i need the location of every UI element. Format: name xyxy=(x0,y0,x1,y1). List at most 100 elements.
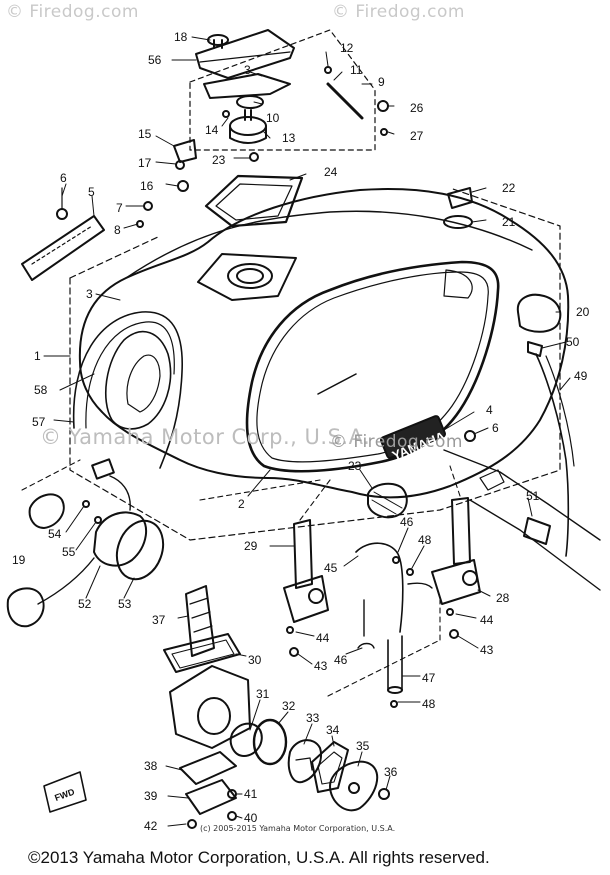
main-petcock-assembly xyxy=(163,585,390,829)
tank-filler-neck xyxy=(197,253,297,301)
bolt-26 xyxy=(377,100,389,112)
cap-top-ridge xyxy=(199,51,291,63)
label-55: 55 xyxy=(62,545,76,559)
cap-base-body xyxy=(229,125,267,144)
label-15: 15 xyxy=(138,127,152,141)
label-22: 22 xyxy=(502,181,516,195)
oring-32 xyxy=(252,718,288,766)
cap-knob-stem xyxy=(213,39,223,49)
label-20: 20 xyxy=(576,305,590,319)
cap-screw xyxy=(222,110,230,118)
hose-45 xyxy=(355,542,404,633)
fuel-tank xyxy=(72,188,570,499)
spring-ring xyxy=(236,95,264,109)
label-46a: 46 xyxy=(400,515,414,529)
hose-47-end xyxy=(387,686,403,694)
cushion-20 xyxy=(516,293,562,333)
tank-decal-inner xyxy=(256,271,489,463)
label-42: 42 xyxy=(144,819,158,833)
label-12: 12 xyxy=(340,41,354,55)
label-24: 24 xyxy=(324,165,338,179)
frame-bracket xyxy=(479,469,505,491)
label-9: 9 xyxy=(378,75,385,89)
tank-decal-panel xyxy=(245,260,500,473)
gasket-30 xyxy=(163,633,241,673)
watermark-mid: © Firedog.com xyxy=(330,432,463,452)
screw-44b xyxy=(446,608,454,616)
label-45: 45 xyxy=(324,561,338,575)
label-50: 50 xyxy=(566,335,580,349)
clip-48 xyxy=(406,568,414,576)
label-48b: 48 xyxy=(422,697,436,711)
label-18: 18 xyxy=(174,30,188,44)
watermark-top-left: © Firedog.com xyxy=(6,2,139,22)
label-38: 38 xyxy=(144,759,158,773)
sender-gasket xyxy=(115,519,165,581)
label-40: 40 xyxy=(244,811,258,825)
label-27: 27 xyxy=(410,129,424,143)
cap-center-post xyxy=(244,109,252,121)
float-arm xyxy=(37,557,95,605)
label-56: 56 xyxy=(148,53,162,67)
filler-gasket xyxy=(204,174,304,228)
fwd-arrow xyxy=(43,771,87,813)
bolt-6 xyxy=(56,208,68,220)
label-54: 54 xyxy=(48,527,62,541)
sender-body xyxy=(93,511,148,567)
label-39: 39 xyxy=(144,789,158,803)
label-53: 53 xyxy=(118,597,132,611)
hose-48-line xyxy=(407,582,433,589)
bracket-15 xyxy=(173,139,197,163)
label-6b: 6 xyxy=(492,421,499,435)
screw-44a xyxy=(286,626,294,634)
label-28: 28 xyxy=(496,591,510,605)
label-34: 34 xyxy=(326,723,340,737)
petcock-29-lever xyxy=(308,588,324,604)
screw-43a xyxy=(289,647,299,657)
screw-16 xyxy=(177,180,189,192)
right-hardware xyxy=(443,187,601,591)
label-21: 21 xyxy=(502,215,516,229)
tank-emblem-bolt xyxy=(317,373,357,395)
sender-float xyxy=(6,587,45,628)
label-48a: 48 xyxy=(418,533,432,547)
frame-rail-2 xyxy=(469,499,601,591)
tank-filler-hole-inner xyxy=(236,268,264,284)
label-3b: 3 xyxy=(86,287,93,301)
label-44a: 44 xyxy=(316,631,330,645)
strainer-23 xyxy=(367,482,408,519)
label-44b: 44 xyxy=(480,613,494,627)
label-5: 5 xyxy=(88,185,95,199)
label-30: 30 xyxy=(248,653,262,667)
hinge-plate xyxy=(203,73,291,99)
label-7: 7 xyxy=(116,201,123,215)
petcock-assembly xyxy=(283,482,481,708)
pin-washer xyxy=(324,66,332,74)
label-4: 4 xyxy=(486,403,493,417)
lever-33 xyxy=(287,739,322,784)
bolt-7 xyxy=(143,201,153,211)
label-16: 16 xyxy=(140,179,154,193)
frame-rail xyxy=(443,449,601,541)
screw-40 xyxy=(227,811,237,821)
label-46b: 46 xyxy=(334,653,348,667)
petcock-29-body xyxy=(283,575,329,623)
label-29: 29 xyxy=(244,539,258,553)
petcock-29-stem xyxy=(293,519,313,589)
bolt-22 xyxy=(447,187,473,209)
plate-5 xyxy=(21,215,105,281)
plate-35 xyxy=(329,760,379,812)
petcock-main-body xyxy=(169,665,251,749)
screw-42 xyxy=(187,819,197,829)
cover-34 xyxy=(311,741,349,793)
clip-50 xyxy=(527,341,543,357)
label-6a: 6 xyxy=(60,171,67,185)
label-43a: 43 xyxy=(480,643,494,657)
label-17: 17 xyxy=(138,156,152,170)
label-3a: 3 xyxy=(244,63,251,77)
clip-48b xyxy=(390,700,398,708)
label-51: 51 xyxy=(526,489,540,503)
bowl-39 xyxy=(185,779,237,815)
cap-dashed-box xyxy=(189,29,376,151)
label-43b: 43 xyxy=(314,659,328,673)
